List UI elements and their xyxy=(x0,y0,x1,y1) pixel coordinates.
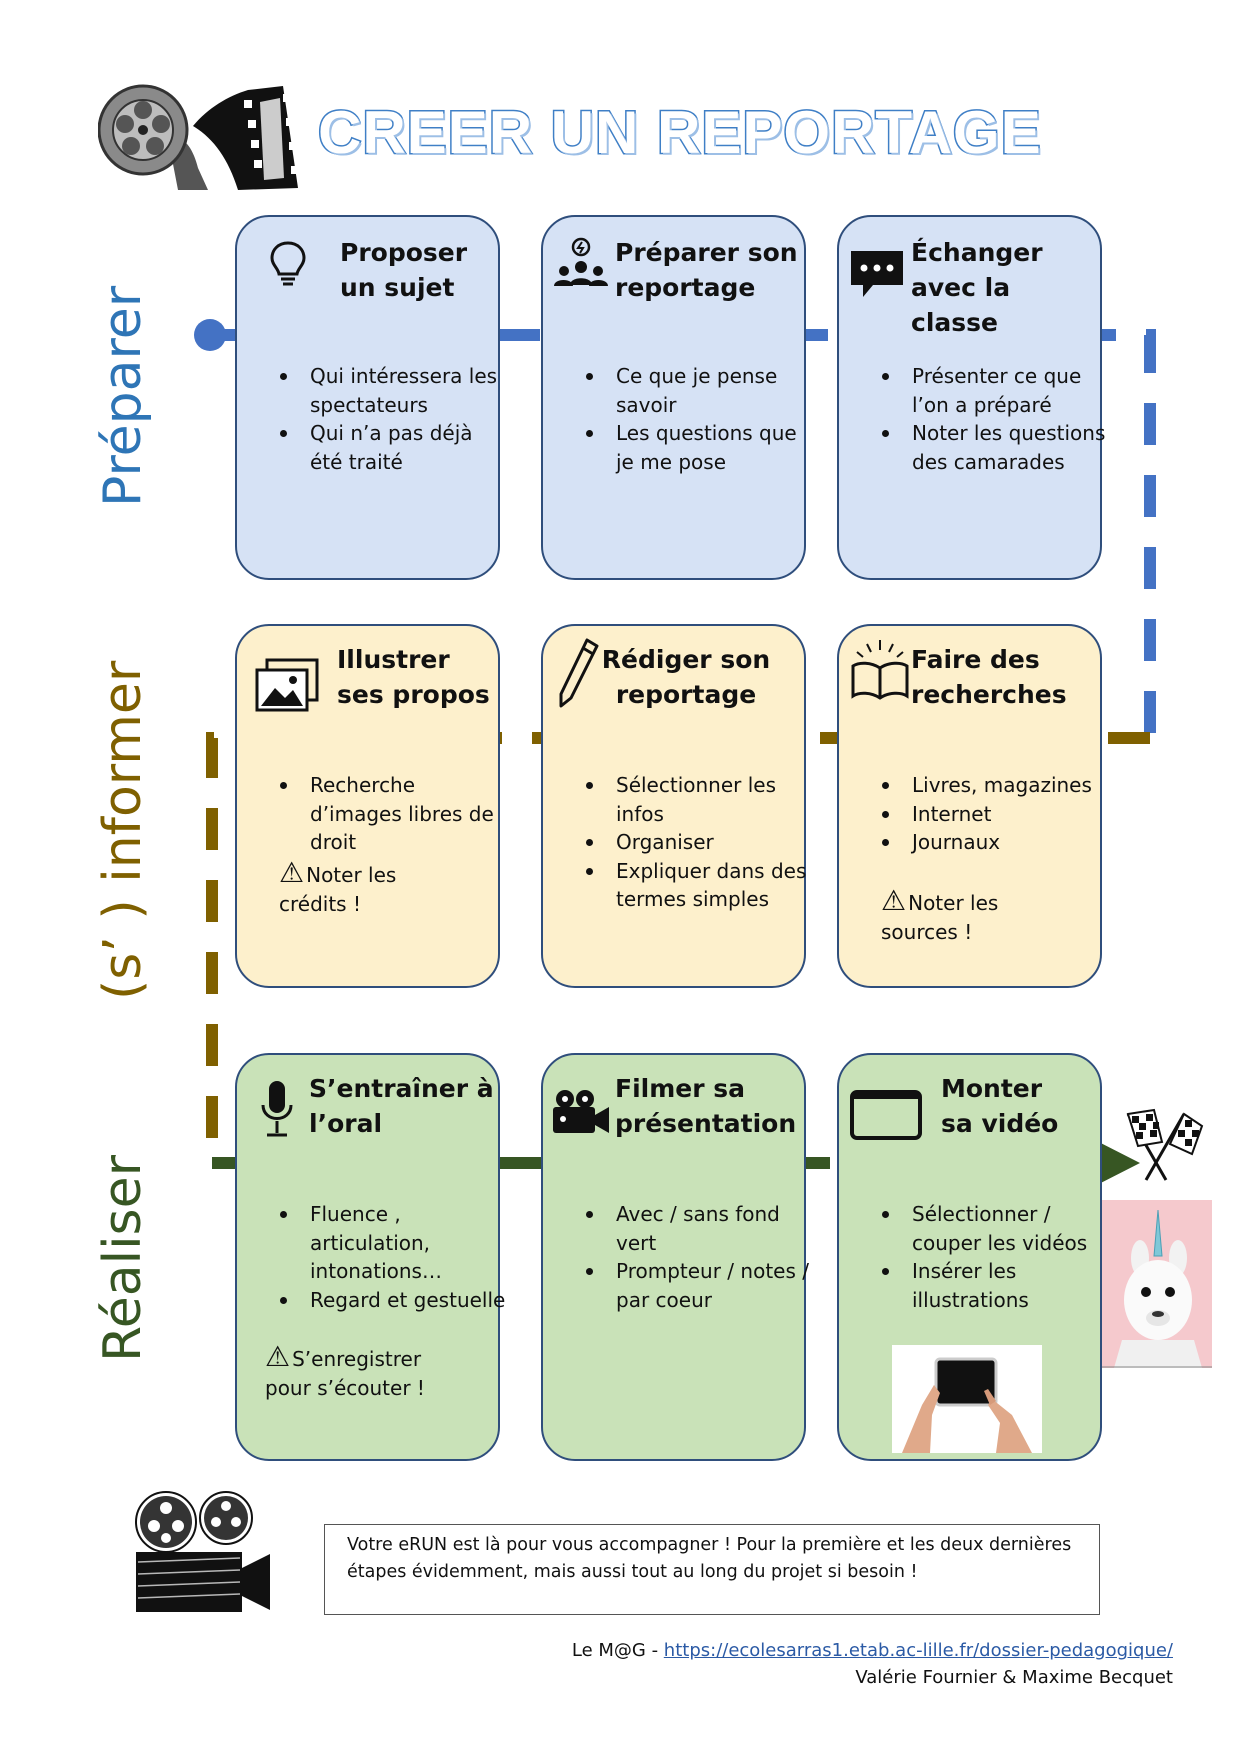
footer-source: Le M@G - https://ecolesarras1.etab.ac-li… xyxy=(572,1640,1173,1661)
images-icon xyxy=(255,658,319,712)
warning-icon: ⚠ xyxy=(265,1340,291,1373)
microphone-icon xyxy=(261,1081,293,1137)
movie-camera-icon xyxy=(135,1491,270,1612)
card-rediger-reportage: Rédiger son reportage Sélectionner les i… xyxy=(541,624,806,988)
film-reel-logo xyxy=(98,84,298,190)
tablet-icon xyxy=(850,1090,922,1140)
bullet: Expliquer dans des termes simples xyxy=(586,857,821,914)
hands-tablet-image xyxy=(892,1345,1042,1453)
card-title: Préparer son reportage xyxy=(615,238,798,302)
card-entrainer-oral: S’entraîner à l’oral Fluence , articulat… xyxy=(235,1053,505,1461)
card-title: Monter sa vidéo xyxy=(941,1074,1059,1138)
start-dot xyxy=(194,319,226,351)
card-echanger-classe: Échanger avec la classe Présenter ce que… xyxy=(837,215,1105,580)
card-title: Faire des recherches xyxy=(911,645,1067,709)
bullet: Qui n’a pas déjà été traité xyxy=(280,419,510,476)
checkered-flags-icon xyxy=(1126,1108,1204,1181)
video-camera-icon xyxy=(553,1090,609,1133)
bullet: Prompteur / notes / par coeur xyxy=(586,1257,826,1314)
page-title: CREER UN REPORTAGE xyxy=(317,98,1043,168)
bullet: Insérer les illustrations xyxy=(882,1257,1112,1314)
stage-label-preparer: Préparer xyxy=(93,285,153,507)
bullet: Fluence , articulation, intonations… xyxy=(280,1200,510,1286)
card-title: Proposer un sujet xyxy=(340,238,468,302)
bullet: Avec / sans fond vert xyxy=(586,1200,826,1257)
pencil-icon xyxy=(559,638,599,708)
open-book-icon xyxy=(851,640,909,700)
footer-authors: Valérie Fournier & Maxime Becquet xyxy=(855,1667,1173,1688)
bullet: Sélectionner / couper les vidéos xyxy=(882,1200,1112,1257)
warning-text: S’enregistrer pour s’écouter ! xyxy=(265,1347,425,1400)
bullet: Recherche d’images libres de droit xyxy=(280,771,510,857)
card-title: Filmer sa présentation xyxy=(615,1074,797,1138)
chat-bubble-icon xyxy=(851,251,903,297)
bullet: Regard et gestuelle xyxy=(280,1286,510,1315)
info-note: Votre eRUN est là pour vous accompagner … xyxy=(324,1524,1100,1615)
bullet: Internet xyxy=(882,800,1112,829)
card-monter-video: Monter sa vidéo Sélectionner / couper le… xyxy=(837,1053,1102,1461)
unicorn-llama-image xyxy=(1102,1200,1212,1368)
warning-text: Noter les crédits ! xyxy=(279,863,397,916)
stage-label-realiser: Réaliser xyxy=(93,1154,153,1362)
card-proposer-sujet: Proposer un sujet Qui intéressera les sp… xyxy=(235,215,500,580)
card-title: Illustrer ses propos xyxy=(337,645,490,709)
preparer-path xyxy=(210,329,1156,738)
stage-label-informer: (s’ ) informer xyxy=(93,660,153,1000)
card-filmer-presentation: Filmer sa présentation Avec / sans fond … xyxy=(541,1053,809,1461)
warning-text: Noter les sources ! xyxy=(881,891,999,944)
warning-note: ⚠Noter les crédits ! xyxy=(279,859,397,918)
bullet: Ce que je pense savoir xyxy=(586,362,816,419)
card-illustrer-propos: Illustrer ses propos Recherche d’images … xyxy=(235,624,500,988)
card-title: Rédiger son reportage xyxy=(601,645,771,709)
card-title: S’entraîner à l’oral xyxy=(309,1074,494,1138)
footer-prefix: Le M@G - xyxy=(571,1640,664,1661)
warning-icon: ⚠ xyxy=(279,856,305,889)
lightbulb-icon xyxy=(270,241,306,286)
card-faire-recherches: Faire des recherches Livres, magazines I… xyxy=(837,624,1102,988)
team-idea-icon xyxy=(554,237,608,286)
card-preparer-reportage: Préparer son reportage Ce que je pense s… xyxy=(541,215,806,580)
warning-note: ⚠Noter les sources ! xyxy=(881,887,999,946)
bullet: Présenter ce que l’on a préparé xyxy=(882,362,1112,419)
card-title: Échanger avec la classe xyxy=(911,238,1043,337)
bullet: Qui intéressera les spectateurs xyxy=(280,362,510,419)
bullet: Journaux xyxy=(882,828,1112,857)
bullet: Livres, magazines xyxy=(882,771,1112,800)
footer-link[interactable]: https://ecolesarras1.etab.ac-lille.fr/do… xyxy=(663,1640,1173,1661)
warning-note: ⚠S’enregistrer pour s’écouter ! xyxy=(265,1343,425,1402)
warning-icon: ⚠ xyxy=(881,884,907,917)
bullet: Les questions que je me pose xyxy=(586,419,816,476)
bullet: Organiser xyxy=(586,828,821,857)
bullet: Sélectionner les infos xyxy=(586,771,821,828)
bullet: Noter les questions des camarades xyxy=(882,419,1112,476)
